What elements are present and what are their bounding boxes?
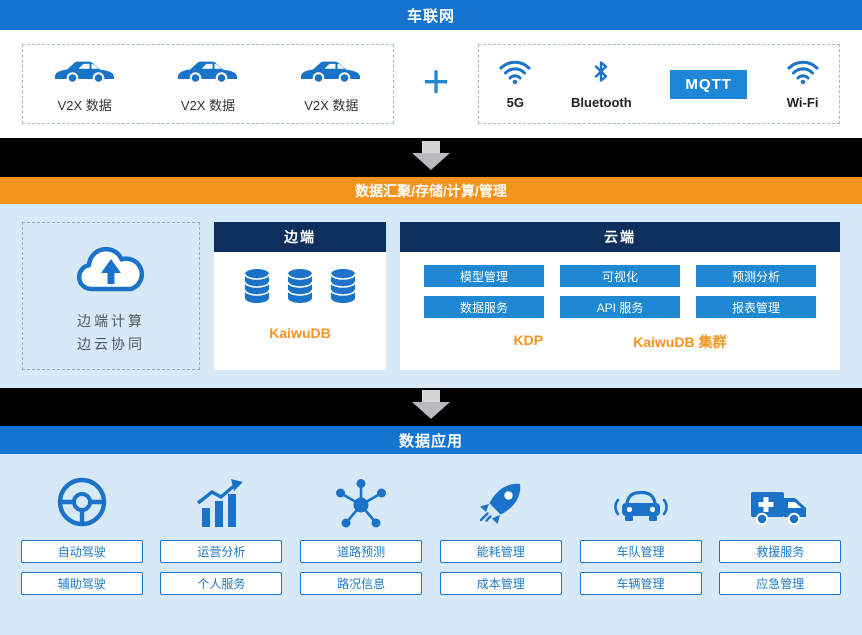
app-column-rescue: 救援服务 应急管理 [714, 467, 846, 635]
app-chip: 车辆管理 [579, 572, 702, 595]
flow-bar: 数据汇聚/存储/计算/管理 [0, 177, 862, 204]
flow-bar-title: 数据汇聚/存储/计算/管理 [355, 182, 507, 199]
divider-bar [0, 388, 862, 426]
edge-panel-body: KaiwuDB [214, 252, 386, 370]
rocket-icon [475, 467, 527, 529]
app-chip: 自动驾驶 [20, 540, 143, 563]
plus-sign: + [422, 55, 450, 107]
app-column-fleet: 车队管理 车辆管理 [575, 467, 707, 635]
service-chip: 数据服务 [424, 296, 544, 318]
service-chip: 报表管理 [696, 296, 816, 318]
car-icon [51, 55, 119, 90]
cloud-panel-body: 模型管理 可视化 预测分析 数据服务 API 服务 报表管理 KDP Kaiwu… [400, 252, 840, 370]
edge-compute-line1: 边端计算 [77, 312, 145, 329]
kdp-label: KDP [513, 332, 544, 348]
vehicle-source: V2X 数据 [174, 55, 242, 114]
connectivity-label: 5G [506, 95, 525, 110]
wifi-icon [498, 58, 532, 90]
edge-panel: 边端 [214, 222, 386, 370]
database-icon [242, 267, 272, 310]
app-chip: 救援服务 [719, 540, 842, 563]
bluetooth-icon [591, 58, 611, 90]
service-chip: 模型管理 [424, 265, 544, 287]
down-arrow-icon [409, 140, 453, 175]
apps-bar: 数据应用 [0, 426, 862, 454]
app-column-analytics: 运营分析 个人服务 [155, 467, 287, 635]
kaiwudb-cluster-label: KaiwuDB 集群 [633, 334, 727, 350]
edge-compute-line2: 边云协同 [77, 335, 145, 352]
wifi-icon [786, 58, 820, 90]
apps-bar-title: 数据应用 [398, 432, 463, 450]
app-column-driving: 自动驾驶 辅助驾驶 [16, 467, 148, 635]
car-icon [174, 55, 242, 90]
down-arrow-icon [409, 390, 453, 424]
service-chip: 可视化 [560, 265, 680, 287]
app-chip: 应急管理 [719, 572, 842, 595]
header-bar: 车联网 [0, 0, 862, 30]
divider-bar [0, 138, 862, 177]
cloud-products-row: KDP KaiwuDB 集群 [424, 332, 816, 352]
cloud-services-grid: 模型管理 可视化 预测分析 数据服务 API 服务 报表管理 [424, 265, 816, 318]
database-cluster [242, 267, 358, 310]
steering-wheel-icon [55, 467, 109, 529]
ambulance-icon [748, 467, 812, 529]
vehicle-source-label: V2X 数据 [304, 97, 359, 113]
connectivity-label: Wi-Fi [786, 95, 819, 110]
vehicle-source: V2X 数据 [297, 55, 365, 114]
vehicle-sources-group: V2X 数据 V2X 数据 [22, 44, 394, 124]
cloud-panel: 云端 模型管理 可视化 预测分析 数据服务 API 服务 报表管理 KDP Ka… [400, 222, 840, 370]
edge-panel-header: 边端 [214, 222, 386, 252]
connectivity-bluetooth: Bluetooth [571, 58, 632, 110]
car-icon [297, 55, 365, 90]
app-chip: 道路预测 [300, 540, 423, 563]
app-chip: 成本管理 [439, 572, 562, 595]
app-chip: 车队管理 [579, 540, 702, 563]
app-column-road: 道路预测 路况信息 [295, 467, 427, 635]
vehicle-source-label: V2X 数据 [57, 97, 112, 113]
app-chip: 能耗管理 [439, 540, 562, 563]
mqtt-badge: MQTT [670, 69, 747, 99]
app-chip: 辅助驾驶 [20, 572, 143, 595]
edge-compute-box: 边端计算 边云协同 [22, 222, 200, 370]
page-title: 车联网 [406, 7, 455, 25]
database-icon [328, 267, 358, 310]
connectivity-wifi: Wi-Fi [786, 58, 820, 110]
vehicle-source: V2X 数据 [51, 55, 119, 114]
network-nodes-icon [334, 467, 388, 529]
kaiwudb-label: KaiwuDB [269, 325, 331, 341]
analytics-chart-icon [193, 467, 249, 529]
applications-section: 自动驾驶 辅助驾驶 运营分析 个人服务 [0, 454, 862, 635]
service-chip: API 服务 [560, 296, 680, 318]
platform-section: 边端计算 边云协同 边端 [0, 204, 862, 388]
connectivity-label: Bluetooth [571, 95, 632, 110]
data-sources-section: V2X 数据 V2X 数据 [0, 30, 862, 138]
cloud-panel-header: 云端 [400, 222, 840, 252]
app-chip: 个人服务 [160, 572, 283, 595]
service-chip: 预测分析 [696, 265, 816, 287]
app-chip: 运营分析 [160, 540, 283, 563]
car-front-icon [610, 467, 672, 529]
cloud-upload-icon [69, 239, 153, 302]
app-column-energy: 能耗管理 成本管理 [435, 467, 567, 635]
database-icon [285, 267, 315, 310]
app-chip: 路况信息 [300, 572, 423, 595]
vehicle-source-label: V2X 数据 [180, 97, 236, 113]
connectivity-5g: 5G [498, 58, 532, 110]
connectivity-group: 5G Bluetooth MQTT [478, 44, 840, 124]
